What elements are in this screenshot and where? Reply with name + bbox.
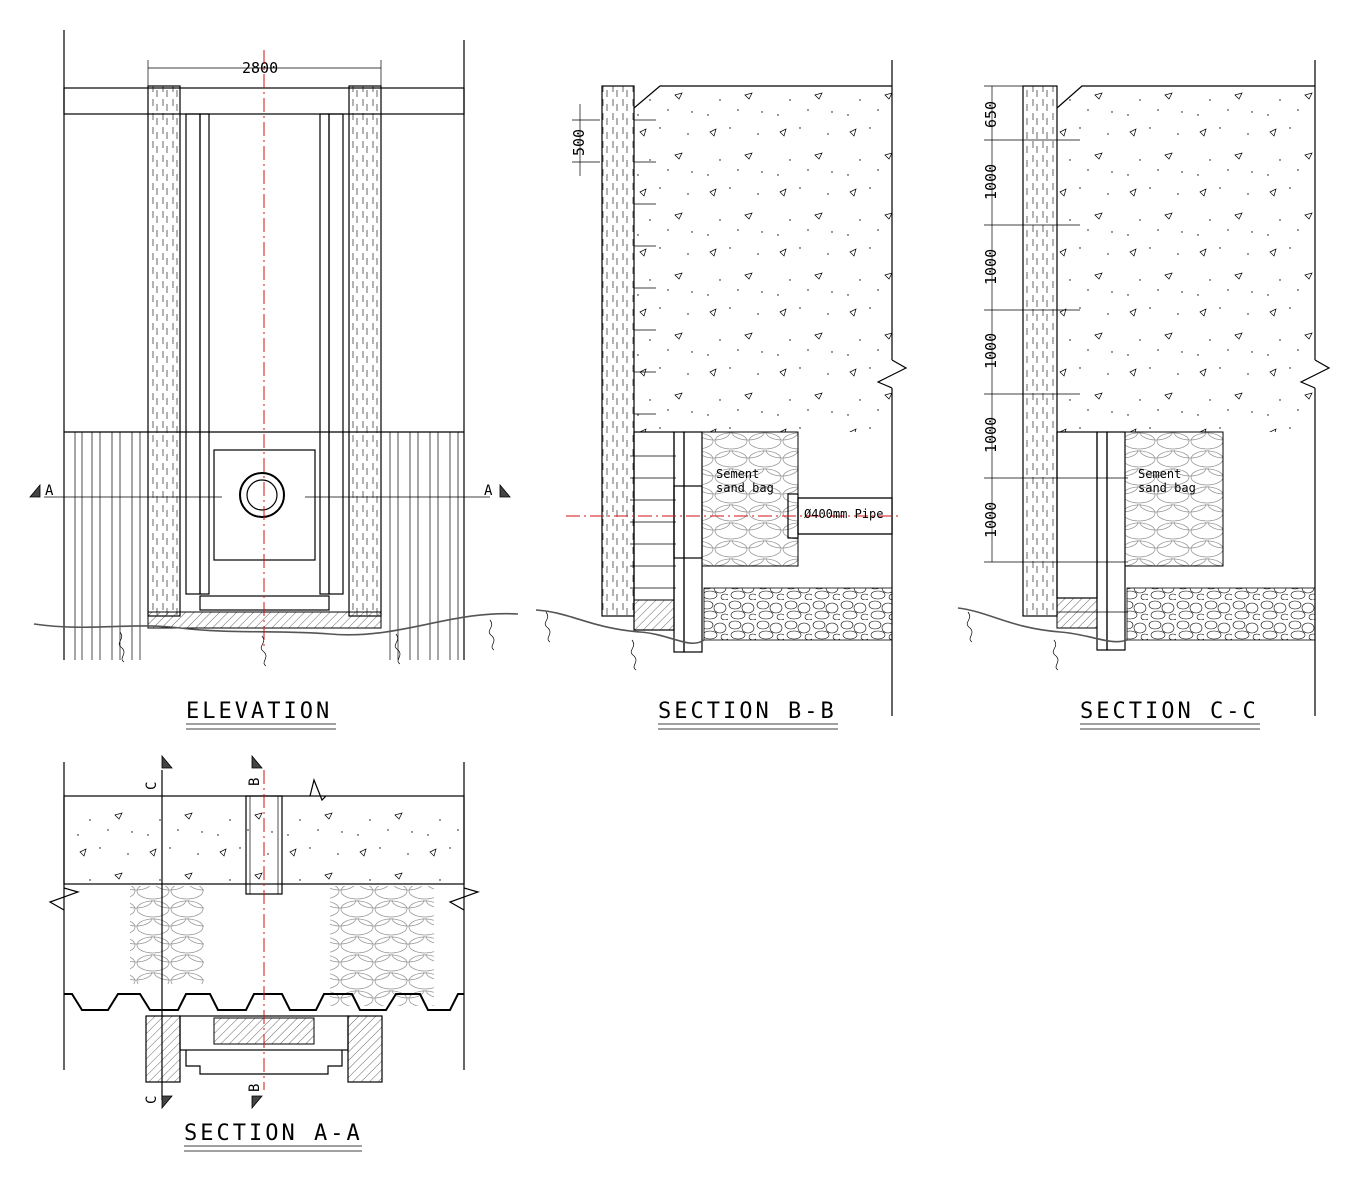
aa-timber-left	[145, 1015, 181, 1083]
section-arrow-a-left-icon	[29, 483, 41, 498]
ground-line	[33, 612, 519, 636]
section-arrow-a-right-icon	[499, 483, 511, 498]
cc-timber-wall	[1022, 85, 1058, 617]
bb-anchor-bars	[634, 119, 656, 415]
cc-dim-6: 1000	[982, 502, 1000, 538]
aa-cut-c-bottom: C	[144, 1096, 160, 1104]
elevation-view: 2800 A A ELEVATION	[29, 30, 519, 730]
bb-concrete	[636, 88, 892, 432]
cc-gravel	[1126, 587, 1316, 641]
aa-timber-right	[347, 1015, 383, 1083]
aa-cut-b-bottom: B	[247, 1084, 263, 1092]
aa-cut-c-top: C	[144, 782, 160, 790]
section-mark-a-left: A	[45, 483, 54, 499]
section-bb-view: 500 Sement sand bag Ø400mm Pipe SECTION …	[535, 60, 908, 730]
section-aa-title: SECTION A-A	[184, 1121, 363, 1146]
aa-cut-b-top-icon	[251, 754, 263, 769]
cc-dim-3: 1000	[982, 249, 1000, 285]
elevation-title: ELEVATION	[186, 699, 332, 724]
cc-concrete	[1059, 88, 1315, 432]
timber-post-left	[147, 85, 181, 617]
cc-footing	[1056, 597, 1098, 629]
aa-cut-c-bottom-icon	[161, 1095, 173, 1110]
section-mark-a-right: A	[484, 483, 493, 499]
sheet-piles-right	[389, 432, 459, 660]
bb-rebar-ties	[630, 455, 676, 589]
aa-sheet-pile-profile	[64, 993, 464, 1011]
elevation-width-dim: 2800	[242, 59, 278, 77]
bb-timber-wall	[601, 85, 635, 617]
section-bb-title: SECTION B-B	[658, 699, 837, 724]
bb-footing	[633, 599, 675, 631]
bb-spacing-dim: 500	[570, 129, 588, 156]
section-cc-title: SECTION C-C	[1080, 699, 1259, 724]
cc-dim-5: 1000	[982, 417, 1000, 453]
bb-sandbag-label-2: sand bag	[716, 481, 774, 495]
cc-sandbag	[1124, 431, 1224, 567]
bb-sandbag	[701, 431, 799, 567]
aa-sandbags-right	[330, 886, 434, 1006]
cc-sandbag-label-2: sand bag	[1138, 481, 1196, 495]
cc-sandbag-label-1: Sement	[1138, 467, 1181, 481]
section-cc-view: 650 1000 1000 1000 1000 1000 Sement sand…	[957, 60, 1331, 730]
section-aa-view: C B C B SECTION A-A	[48, 754, 480, 1152]
cc-dim-2: 1000	[982, 164, 1000, 200]
sheet-piles-left	[74, 432, 141, 660]
aa-cut-b-top: B	[247, 778, 263, 786]
aa-cut-b-bottom-icon	[251, 1095, 263, 1110]
cc-dim-4: 1000	[982, 333, 1000, 369]
cc-dim-1: 650	[982, 101, 1000, 128]
bb-pipe-label: Ø400mm Pipe	[804, 507, 883, 521]
pipe-opening	[239, 472, 285, 518]
bb-sandbag-label-1: Sement	[716, 467, 759, 481]
aa-sandbags-left	[130, 886, 204, 984]
timber-post-right	[348, 85, 382, 617]
bb-gravel	[703, 587, 893, 641]
aa-cut-c-top-icon	[161, 754, 173, 769]
